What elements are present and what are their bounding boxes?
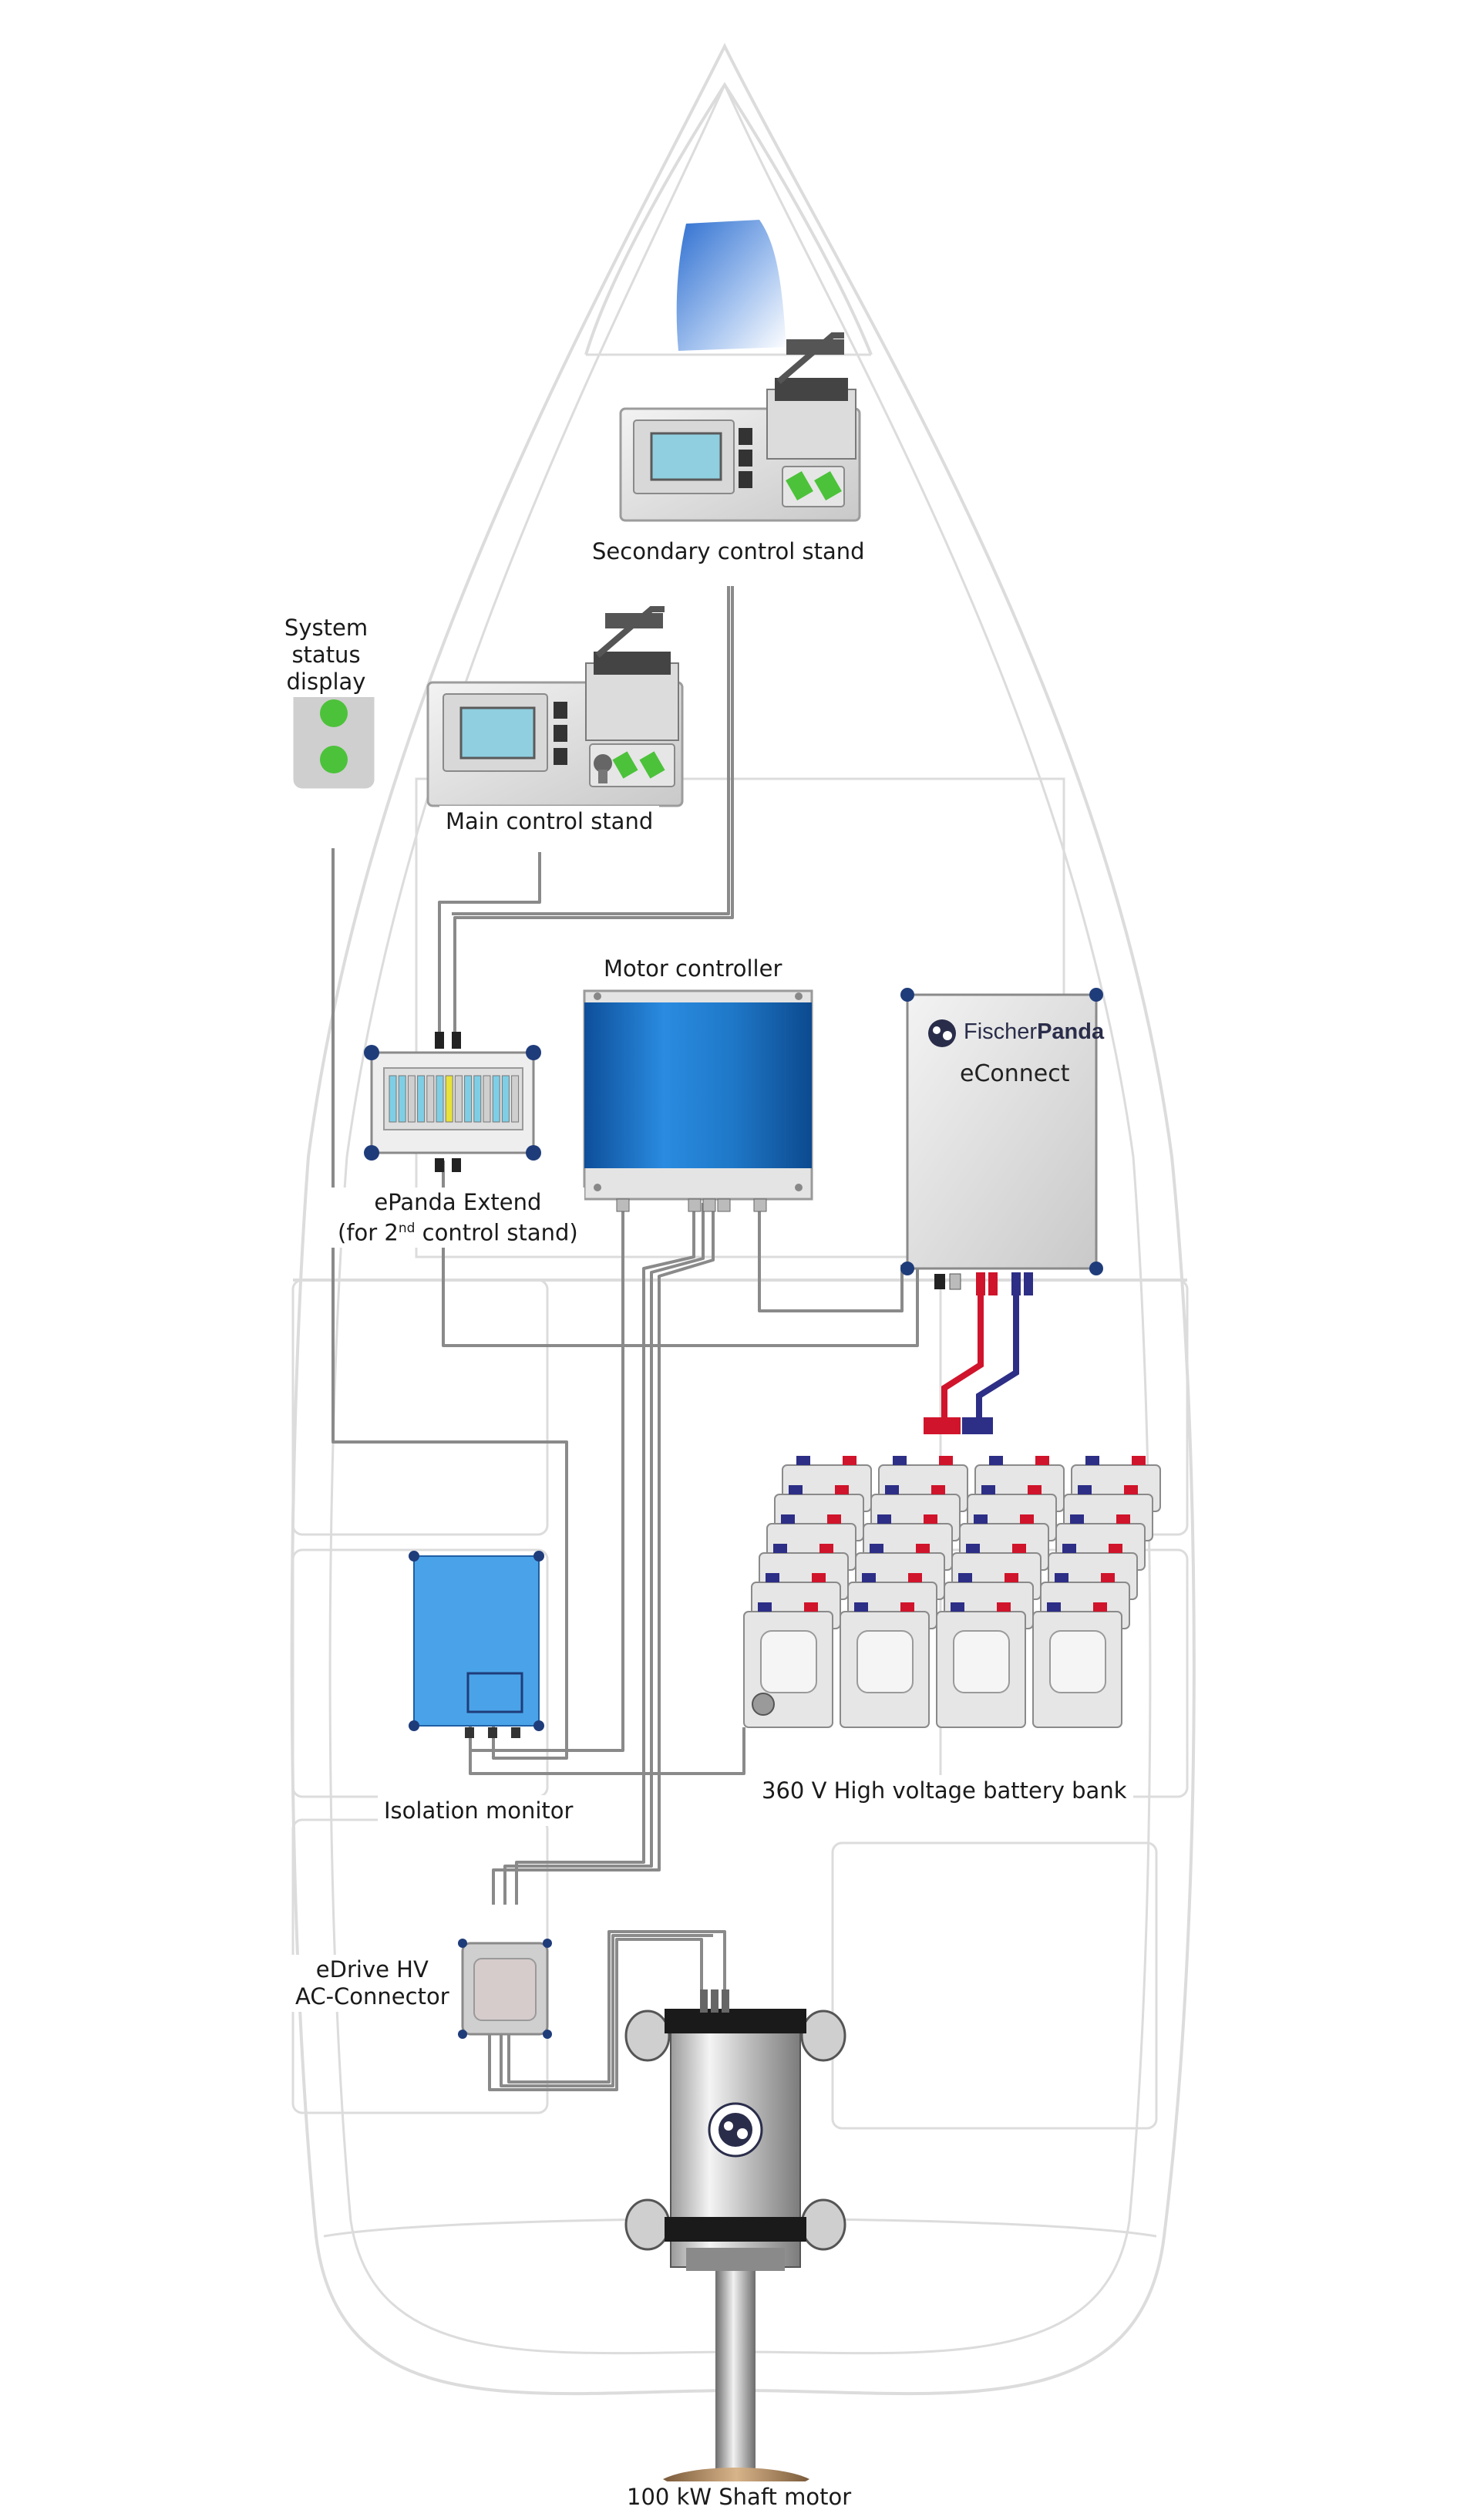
battery-cell: [936, 1602, 1026, 1728]
isolation-monitor: [409, 1551, 544, 1738]
battery-cell: [1032, 1602, 1122, 1728]
secondary-stand-label: Secondary control stand: [586, 536, 871, 567]
ac-connector-label: eDrive HV AC-Connector: [289, 1955, 456, 2012]
terminal-block: [483, 1075, 491, 1123]
motor-controller-label: Motor controller: [597, 953, 789, 984]
epanda-extend: [364, 1032, 541, 1172]
shaft-motor-label: 100 kW Shaft motor: [621, 2481, 858, 2512]
terminal-block: [426, 1075, 435, 1123]
fischer-panda-logo: [928, 1019, 956, 1047]
main-control-stand: [426, 606, 684, 807]
terminal-block: [511, 1075, 520, 1123]
green-led-icon: [320, 746, 348, 773]
epanda-extend-label: ePanda Extend (for 2nd control stand): [331, 1188, 584, 1248]
fischer-panda-brand: FischerPanda: [964, 1019, 1105, 1044]
hv-positive-plug: [924, 1417, 961, 1434]
system-status-label: System status display: [254, 613, 398, 697]
terminal-block: [492, 1075, 500, 1123]
signal-cables: [331, 586, 919, 2091]
battery-bank-label: 360 V High voltage battery bank: [756, 1775, 1133, 1806]
system-status-display: [289, 684, 379, 793]
econnect-label: eConnect: [960, 1060, 1070, 1087]
windshield: [676, 220, 786, 351]
terminal-block: [445, 1075, 453, 1123]
key-switch-icon: [594, 754, 612, 783]
green-led-icon: [320, 699, 348, 727]
terminal-block: [464, 1075, 473, 1123]
panda-head-icon: [708, 2102, 763, 2158]
secondary-control-stand: [619, 332, 861, 522]
motor-controller: [583, 989, 813, 1212]
terminal-block: [436, 1075, 444, 1123]
terminal-block: [417, 1075, 426, 1123]
hv-negative-plug: [962, 1417, 993, 1434]
battery-cell: [840, 1602, 930, 1728]
battery-connector: [752, 1693, 775, 1716]
terminal-block: [454, 1075, 463, 1123]
shaft-motor: [624, 1989, 846, 2502]
terminal-block: [501, 1075, 510, 1123]
isolation-monitor-label: Isolation monitor: [378, 1795, 580, 1826]
battery-bank: [743, 1456, 1161, 1728]
terminal-block: [407, 1075, 416, 1123]
terminal-block: [473, 1075, 482, 1123]
terminal-block: [398, 1075, 406, 1123]
main-stand-label: Main control stand: [439, 806, 660, 837]
terminal-block: [389, 1075, 397, 1123]
econnect-unit: [900, 988, 1103, 1295]
hv-cables: [941, 1272, 1019, 1419]
ac-connector: [458, 1939, 552, 2039]
